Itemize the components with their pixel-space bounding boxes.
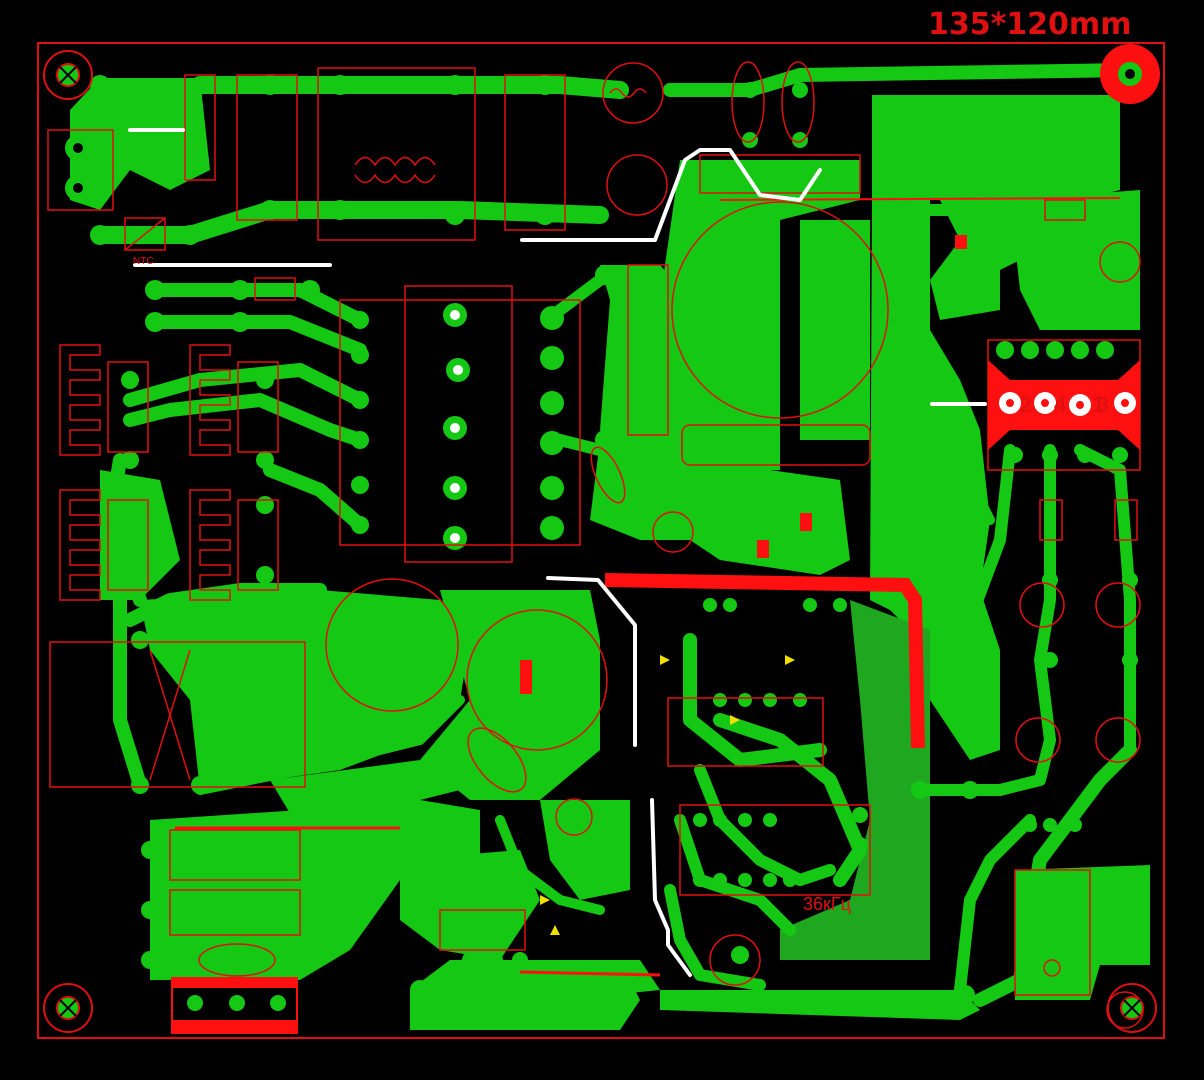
input-terminal (65, 135, 91, 201)
jumper-wires (128, 128, 987, 977)
svg-text:1: 1 (1092, 392, 1104, 417)
svg-text:4: 4 (1054, 392, 1067, 417)
diode-markers (540, 655, 795, 935)
svg-text:2: 2 (1020, 392, 1032, 417)
corner-holes (43, 44, 1160, 1033)
board-outline (37, 42, 1165, 1039)
svg-text:3: 3 (1097, 392, 1109, 417)
trace-layer (91, 63, 1137, 1007)
connector-pin-numbers: 2 4 1 3 (1020, 392, 1109, 417)
ntc-label: NTC (133, 256, 154, 267)
frequency-label: 36кГц (803, 894, 851, 914)
dimension-label: 135*120mm (928, 7, 1131, 42)
